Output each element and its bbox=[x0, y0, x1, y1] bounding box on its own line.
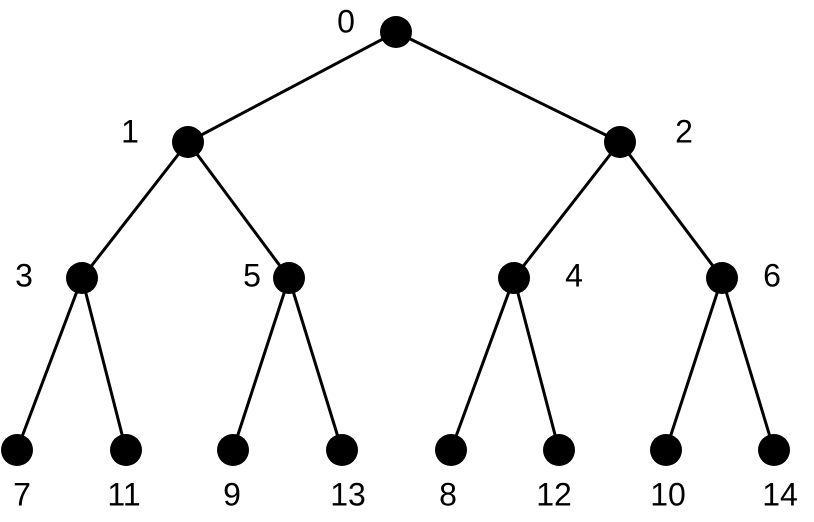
tree-node-12 bbox=[543, 434, 575, 466]
node-label-0: 0 bbox=[337, 3, 355, 39]
tree-node-3 bbox=[66, 262, 98, 294]
node-label-13: 13 bbox=[330, 476, 366, 512]
edge-n6-n14 bbox=[720, 276, 776, 452]
edge-n5-n13 bbox=[287, 276, 344, 452]
tree-node-6 bbox=[706, 262, 738, 294]
edge-n1-n5 bbox=[186, 140, 291, 280]
edge-n0-n2 bbox=[394, 30, 622, 144]
node-label-1: 1 bbox=[121, 113, 139, 149]
node-label-6: 6 bbox=[763, 257, 781, 293]
node-label-9: 9 bbox=[223, 476, 241, 512]
edge-n1-n3 bbox=[80, 140, 190, 280]
tree-node-0 bbox=[380, 16, 412, 48]
node-label-4: 4 bbox=[565, 257, 583, 293]
edge-n3-n7 bbox=[15, 276, 84, 452]
node-label-3: 3 bbox=[15, 257, 33, 293]
tree-node-4 bbox=[498, 262, 530, 294]
tree-node-10 bbox=[650, 434, 682, 466]
tree-node-13 bbox=[326, 434, 358, 466]
node-label-12: 12 bbox=[536, 476, 572, 512]
tree-node-7 bbox=[1, 434, 33, 466]
edge-n4-n12 bbox=[512, 276, 561, 452]
tree-node-2 bbox=[604, 126, 636, 158]
node-label-11: 11 bbox=[107, 476, 140, 512]
edge-n5-n9 bbox=[231, 276, 291, 452]
tree-node-1 bbox=[172, 126, 204, 158]
node-label-10: 10 bbox=[650, 476, 686, 512]
tree-node-5 bbox=[273, 262, 305, 294]
edge-n4-n8 bbox=[449, 276, 516, 452]
node-label-8: 8 bbox=[439, 476, 457, 512]
edge-n3-n11 bbox=[80, 276, 128, 452]
tree-node-8 bbox=[435, 434, 467, 466]
node-label-7: 7 bbox=[13, 476, 31, 512]
edge-n2-n4 bbox=[512, 140, 622, 280]
tree-node-14 bbox=[758, 434, 790, 466]
tree-node-9 bbox=[217, 434, 249, 466]
node-label-2: 2 bbox=[675, 113, 693, 149]
edge-n0-n1 bbox=[186, 30, 398, 144]
tree-nodes bbox=[1, 16, 790, 466]
tree-node-11 bbox=[110, 434, 142, 466]
edge-n6-n10 bbox=[664, 276, 724, 452]
node-label-5: 5 bbox=[243, 257, 261, 293]
node-label-14: 14 bbox=[762, 476, 798, 512]
edge-n2-n6 bbox=[618, 140, 724, 280]
tree-edges bbox=[15, 30, 776, 452]
